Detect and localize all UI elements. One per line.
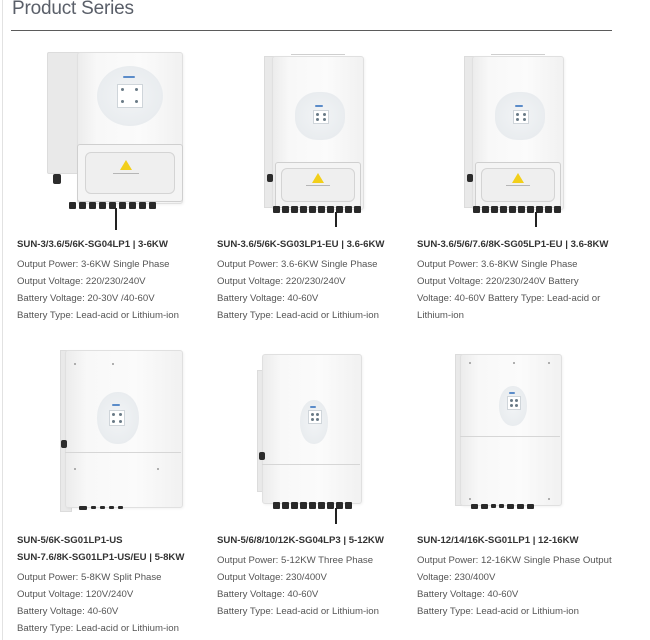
product-model-name[interactable]: SUN-12/14/16K-SG01LP1 | 12-16KW: [417, 535, 579, 546]
spec-output-power: Output Power: 3-6KW Single Phase: [17, 259, 170, 270]
spec-battery-type: Battery Type: Lead-acid or Lithium-ion: [17, 623, 179, 634]
product-specs: SUN-12/14/16K-SG01LP1 | 12-16KW Output P…: [417, 532, 637, 620]
spec-battery-type: Battery Type: Lead-acid or Lithium-ion: [217, 310, 379, 321]
spec-output-voltage: Output Voltage: 120V/240V: [17, 589, 134, 600]
page-title: Product Series: [12, 0, 134, 19]
spec-battery-voltage: Battery Voltage: 40-60V: [17, 606, 119, 617]
product-model-name[interactable]: SUN-5/6K-SG01LP1-US: [17, 535, 123, 546]
spec-battery-voltage: Battery Voltage: 40-60V: [217, 589, 319, 600]
spec-output-voltage: Output Voltage: 230/400V: [217, 572, 327, 583]
product-model-name[interactable]: SUN-3/3.6/5/6K-SG04LP1 | 3-6KW: [17, 239, 168, 250]
spec-output-power: Output Power: 5-8KW Split Phase: [17, 572, 162, 583]
spec-battery-voltage: Voltage: 40-60V Battery Type: Lead-acid …: [417, 293, 601, 304]
spec-battery-voltage: Battery Voltage: 20-30V /40-60V: [17, 293, 155, 304]
spec-output-voltage: Voltage: 230/400V: [417, 572, 496, 583]
product-specs: SUN-3.6/5/6/7.6/8K-SG05LP1-EU | 3.6-8KW …: [417, 236, 637, 324]
spec-output-voltage: Output Voltage: 220/230/240V: [217, 276, 346, 287]
product-model-name[interactable]: SUN-3.6/5/6/7.6/8K-SG05LP1-EU | 3.6-8KW: [417, 239, 609, 250]
product-specs: SUN-5/6/8/10/12K-SG04LP3 | 5-12KW Output…: [217, 532, 417, 620]
left-border: [2, 0, 3, 640]
spec-output-voltage: Output Voltage: 220/230/240V: [17, 276, 146, 287]
spec-battery-voltage: Battery Voltage: 40-60V: [217, 293, 319, 304]
inverter-image-eu-single-phase-8kw[interactable]: [417, 40, 617, 235]
spec-output-power: Output Power: 12-16KW Single Phase Outpu…: [417, 555, 612, 566]
product-model-name-secondary[interactable]: SUN-7.6/8K-SG01LP1-US/EU | 5-8KW: [17, 552, 185, 563]
spec-battery-type: Battery Type: Lead-acid or Lithium-ion: [217, 606, 379, 617]
product-specs: SUN-5/6K-SG01LP1-US SUN-7.6/8K-SG01LP1-U…: [17, 532, 217, 637]
spec-battery-voltage: Battery Voltage: 40-60V: [417, 589, 519, 600]
spec-output-voltage: Output Voltage: 220/230/240V Battery: [417, 276, 579, 287]
product-specs: SUN-3.6/5/6K-SG03LP1-EU | 3.6-6KW Output…: [217, 236, 417, 324]
inverter-image-high-power-single-phase[interactable]: [417, 340, 617, 530]
inverter-image-low-voltage-single-phase[interactable]: [17, 40, 217, 235]
product-specs: SUN-3/3.6/5/6K-SG04LP1 | 3-6KW Output Po…: [17, 236, 217, 324]
spec-output-power: Output Power: 5-12KW Three Phase: [217, 555, 374, 566]
inverter-image-split-phase[interactable]: [17, 340, 217, 530]
product-model-name[interactable]: SUN-3.6/5/6K-SG03LP1-EU | 3.6-6KW: [217, 239, 385, 250]
spec-battery-type: Lithium-ion: [417, 310, 464, 321]
inverter-image-eu-single-phase[interactable]: [217, 40, 417, 235]
spec-output-power: Output Power: 3.6-6KW Single Phase: [217, 259, 378, 270]
product-model-name[interactable]: SUN-5/6/8/10/12K-SG04LP3 | 5-12KW: [217, 535, 384, 546]
spec-battery-type: Battery Type: Lead-acid or Lithium-ion: [417, 606, 579, 617]
spec-battery-type: Battery Type: Lead-acid or Lithium-ion: [17, 310, 179, 321]
inverter-image-three-phase[interactable]: [217, 340, 417, 530]
spec-output-power: Output Power: 3.6-8KW Single Phase: [417, 259, 578, 270]
title-divider: [11, 30, 612, 31]
